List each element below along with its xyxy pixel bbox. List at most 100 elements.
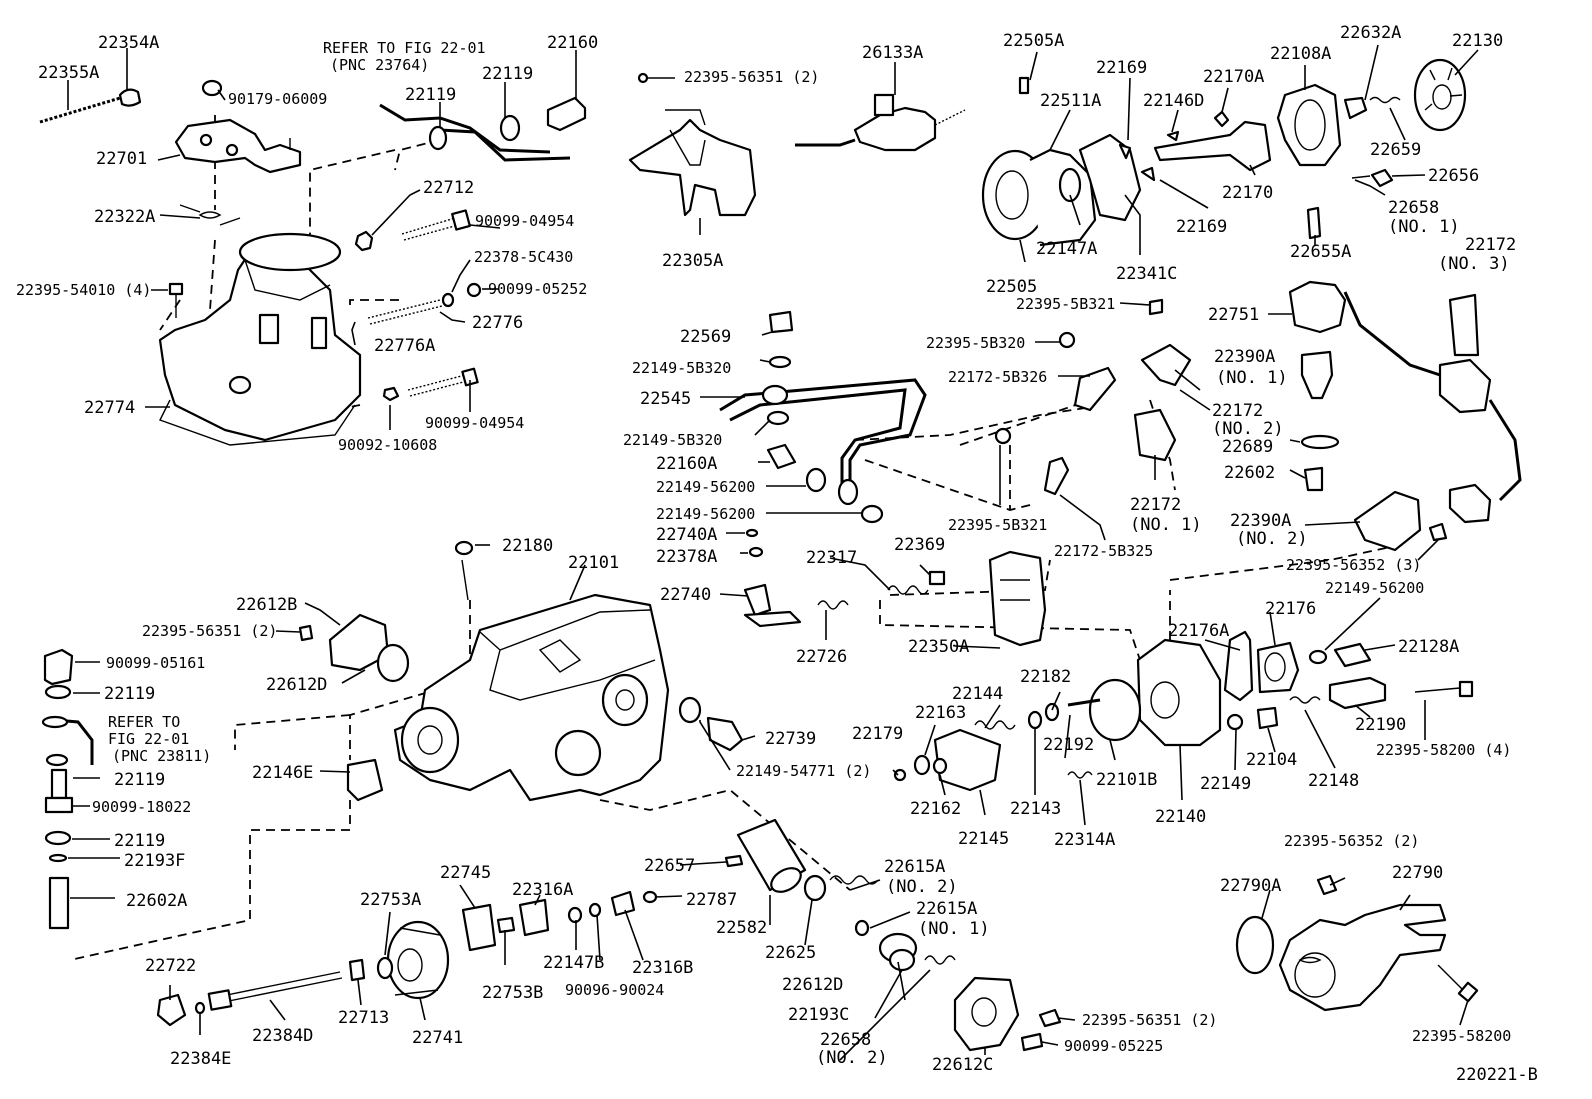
label-22176[interactable]: 22176 bbox=[1265, 599, 1316, 619]
label-22149-56200-b[interactable]: 22149-56200 bbox=[656, 505, 755, 523]
label-22740A[interactable]: 22740A bbox=[656, 525, 717, 545]
label-22658-no1[interactable]: 22658 bbox=[1388, 198, 1439, 218]
label-22119-c[interactable]: 22119 bbox=[104, 684, 155, 704]
label-22395-58200-4[interactable]: 22395-58200 (4) bbox=[1376, 741, 1511, 759]
label-22569[interactable]: 22569 bbox=[680, 327, 731, 347]
label-refer-fig-22-01-a[interactable]: REFER TO FIG 22-01 bbox=[323, 39, 486, 57]
label-22148[interactable]: 22148 bbox=[1308, 771, 1359, 791]
label-22658-no2[interactable]: 22658 bbox=[820, 1030, 871, 1050]
label-22384D[interactable]: 22384D bbox=[252, 1026, 313, 1046]
label-22505A[interactable]: 22505A bbox=[1003, 31, 1064, 51]
label-22625[interactable]: 22625 bbox=[765, 943, 816, 963]
label-refer-to[interactable]: REFER TO bbox=[108, 713, 180, 731]
label-22701[interactable]: 22701 bbox=[96, 149, 147, 169]
label-22655A[interactable]: 22655A bbox=[1290, 242, 1351, 262]
label-22395-54010[interactable]: 22395-54010 (4) bbox=[16, 281, 151, 299]
label-22180[interactable]: 22180 bbox=[502, 536, 553, 556]
label-22305A[interactable]: 22305A bbox=[662, 251, 723, 271]
label-22790[interactable]: 22790 bbox=[1392, 863, 1443, 883]
label-22395-5B321-a[interactable]: 22395-5B321 bbox=[1016, 295, 1115, 313]
label-22149-56200-a[interactable]: 22149-56200 bbox=[656, 478, 755, 496]
label-22169-a[interactable]: 22169 bbox=[1096, 58, 1147, 78]
label-22612C[interactable]: 22612C bbox=[932, 1055, 993, 1075]
label-22395-56352-b[interactable]: 22395-56352 (2) bbox=[1284, 832, 1419, 850]
label-22745[interactable]: 22745 bbox=[440, 863, 491, 883]
label-22104[interactable]: 22104 bbox=[1246, 750, 1297, 770]
label-22511A[interactable]: 22511A bbox=[1040, 91, 1101, 111]
label-22143[interactable]: 22143 bbox=[1010, 799, 1061, 819]
label-22172-no3[interactable]: 22172 bbox=[1465, 235, 1516, 255]
label-90099-04954-a[interactable]: 90099-04954 bbox=[475, 212, 574, 230]
label-22160[interactable]: 22160 bbox=[547, 33, 598, 53]
label-22316A[interactable]: 22316A bbox=[512, 880, 573, 900]
label-22657[interactable]: 22657 bbox=[644, 856, 695, 876]
label-22176A[interactable]: 22176A bbox=[1168, 621, 1229, 641]
label-22172-5B325[interactable]: 22172-5B325 bbox=[1054, 542, 1153, 560]
label-22753B[interactable]: 22753B bbox=[482, 983, 543, 1003]
label-22355A[interactable]: 22355A bbox=[38, 63, 99, 83]
label-22147B[interactable]: 22147B bbox=[543, 953, 604, 973]
label-22172-no1[interactable]: 22172 bbox=[1130, 495, 1181, 515]
label-22505[interactable]: 22505 bbox=[986, 277, 1037, 297]
label-22602[interactable]: 22602 bbox=[1224, 463, 1275, 483]
label-22179[interactable]: 22179 bbox=[852, 724, 903, 744]
label-22145[interactable]: 22145 bbox=[958, 829, 1009, 849]
label-22149-54771[interactable]: 22149-54771 (2) bbox=[736, 762, 871, 780]
label-22395-56352-a[interactable]: 22395-56352 (3) bbox=[1286, 556, 1421, 574]
label-22192[interactable]: 22192 bbox=[1043, 735, 1094, 755]
label-22378-5C430[interactable]: 22378-5C430 bbox=[474, 248, 573, 266]
label-90099-04954-b[interactable]: 90099-04954 bbox=[425, 414, 524, 432]
label-22739[interactable]: 22739 bbox=[765, 729, 816, 749]
label-22193F[interactable]: 22193F bbox=[124, 851, 185, 871]
label-22144[interactable]: 22144 bbox=[952, 684, 1003, 704]
label-22390A-no2[interactable]: 22390A bbox=[1230, 511, 1291, 531]
label-22341C[interactable]: 22341C bbox=[1116, 264, 1177, 284]
label-22615A-no2[interactable]: 22615A bbox=[884, 857, 945, 877]
label-22316B[interactable]: 22316B bbox=[632, 958, 693, 978]
label-90096-90024[interactable]: 90096-90024 bbox=[565, 981, 664, 999]
label-90179-06009[interactable]: 90179-06009 bbox=[228, 90, 327, 108]
label-22146E[interactable]: 22146E bbox=[252, 763, 313, 783]
label-22741[interactable]: 22741 bbox=[412, 1028, 463, 1048]
label-22163[interactable]: 22163 bbox=[915, 703, 966, 723]
label-22722[interactable]: 22722 bbox=[145, 956, 196, 976]
label-22149-5B320-a[interactable]: 22149-5B320 bbox=[632, 359, 731, 377]
label-22128A[interactable]: 22128A bbox=[1398, 637, 1459, 657]
label-22545[interactable]: 22545 bbox=[640, 389, 691, 409]
label-22656[interactable]: 22656 bbox=[1428, 166, 1479, 186]
label-22149-56200-c[interactable]: 22149-56200 bbox=[1325, 579, 1424, 597]
label-22147A[interactable]: 22147A bbox=[1036, 239, 1097, 259]
label-fig-22-01[interactable]: FIG 22-01 bbox=[108, 730, 189, 748]
label-22612D-b[interactable]: 22612D bbox=[782, 975, 843, 995]
label-22149-5B320-b[interactable]: 22149-5B320 bbox=[623, 431, 722, 449]
label-22659[interactable]: 22659 bbox=[1370, 140, 1421, 160]
label-22753A[interactable]: 22753A bbox=[360, 890, 421, 910]
label-22140[interactable]: 22140 bbox=[1155, 807, 1206, 827]
label-22172-5B326[interactable]: 22172-5B326 bbox=[948, 368, 1047, 386]
label-22170[interactable]: 22170 bbox=[1222, 183, 1273, 203]
label-22354A[interactable]: 22354A bbox=[98, 33, 159, 53]
label-22612B[interactable]: 22612B bbox=[236, 595, 297, 615]
label-22776A[interactable]: 22776A bbox=[374, 336, 435, 356]
label-90099-05225[interactable]: 90099-05225 bbox=[1064, 1037, 1163, 1055]
label-22395-56351-b[interactable]: 22395-56351 (2) bbox=[142, 622, 277, 640]
label-22689[interactable]: 22689 bbox=[1222, 437, 1273, 457]
label-22193C[interactable]: 22193C bbox=[788, 1005, 849, 1025]
label-22395-5B320[interactable]: 22395-5B320 bbox=[926, 334, 1025, 352]
label-22726[interactable]: 22726 bbox=[796, 647, 847, 667]
label-22162[interactable]: 22162 bbox=[910, 799, 961, 819]
label-22101[interactable]: 22101 bbox=[568, 553, 619, 573]
label-22160A[interactable]: 22160A bbox=[656, 454, 717, 474]
label-22119-d[interactable]: 22119 bbox=[114, 770, 165, 790]
label-22350A[interactable]: 22350A bbox=[908, 637, 969, 657]
label-22751[interactable]: 22751 bbox=[1208, 305, 1259, 325]
label-22314A[interactable]: 22314A bbox=[1054, 830, 1115, 850]
label-22395-56351-a[interactable]: 22395-56351 (2) bbox=[684, 68, 819, 86]
label-22713[interactable]: 22713 bbox=[338, 1008, 389, 1028]
label-22101B[interactable]: 22101B bbox=[1096, 770, 1157, 790]
label-26133A[interactable]: 26133A bbox=[862, 43, 923, 63]
label-22774[interactable]: 22774 bbox=[84, 398, 135, 418]
label-22149[interactable]: 22149 bbox=[1200, 774, 1251, 794]
label-22119-a[interactable]: 22119 bbox=[482, 64, 533, 84]
label-22182[interactable]: 22182 bbox=[1020, 667, 1071, 687]
